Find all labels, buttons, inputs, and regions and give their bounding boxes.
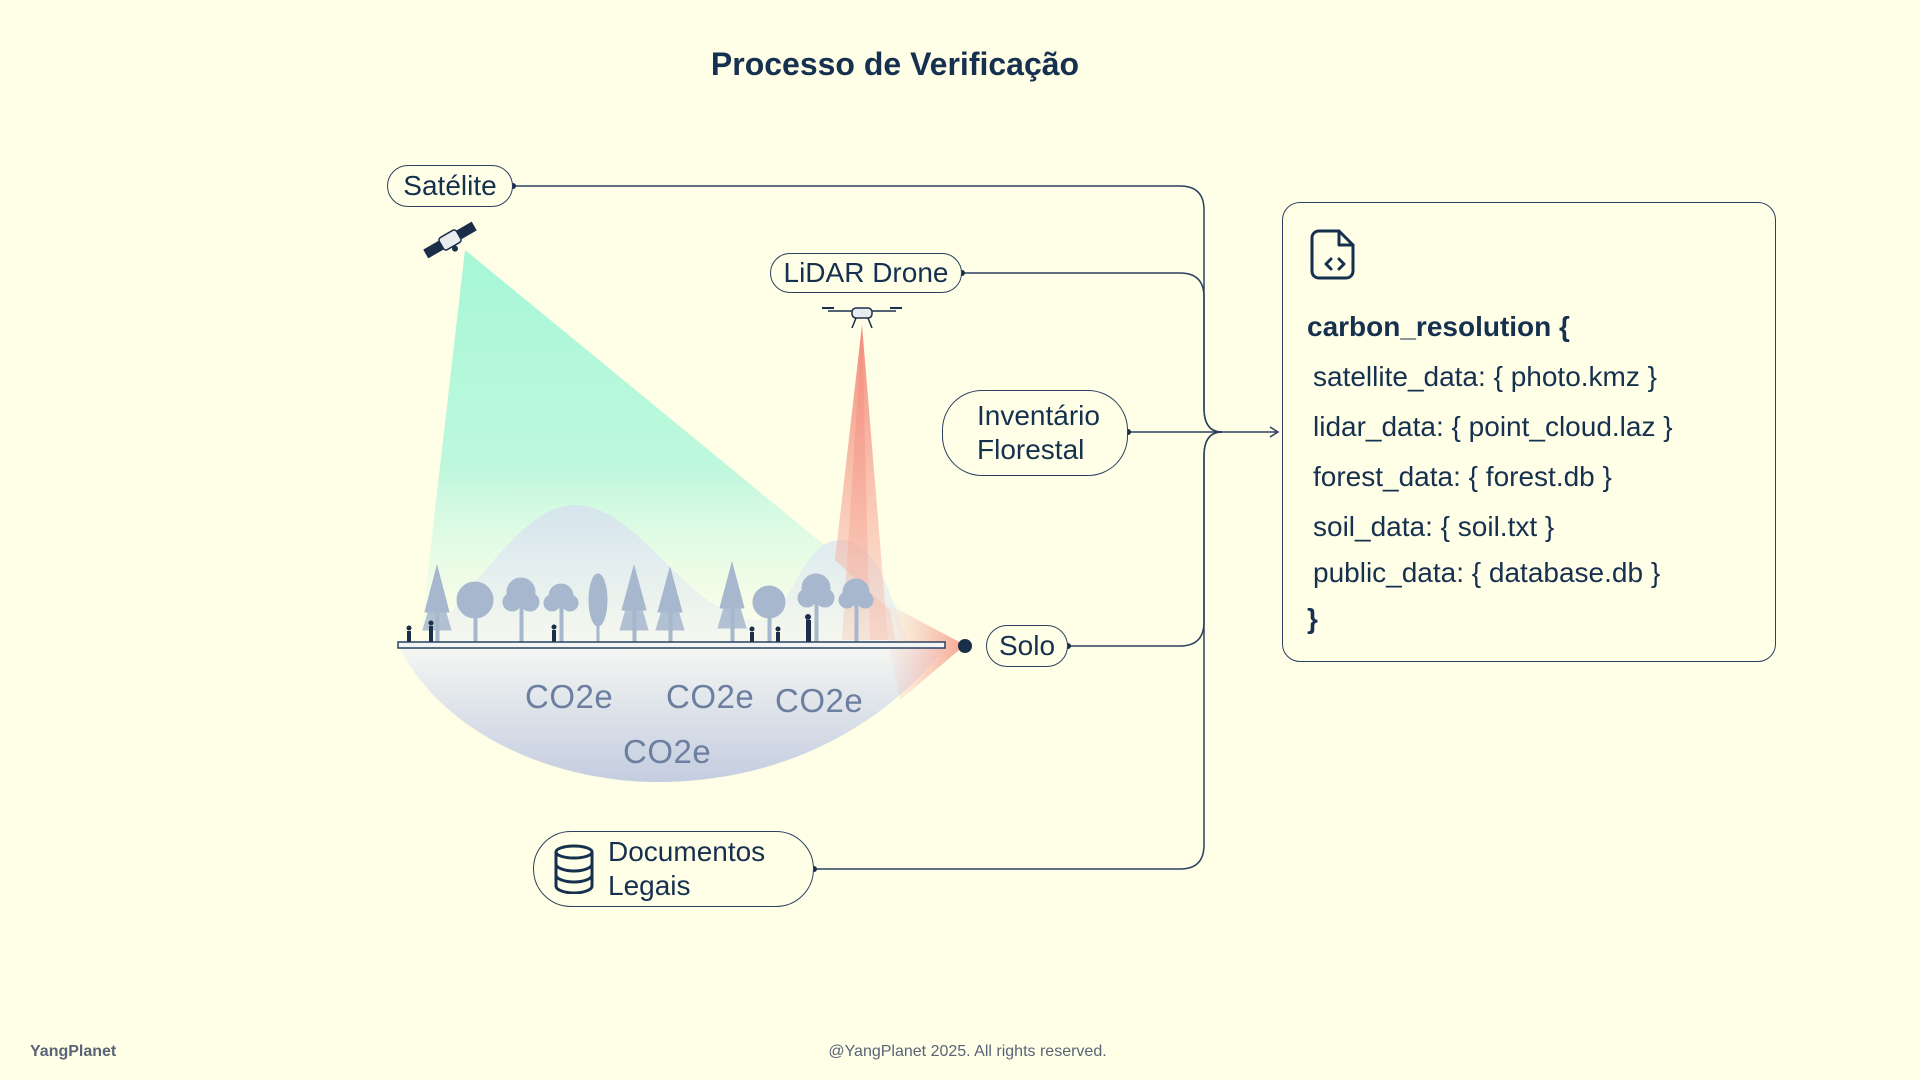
- source-documents-line2: Legais: [608, 870, 691, 901]
- code-line-public: public_data: { database.db }: [1313, 557, 1661, 588]
- code-line-satellite: satellite_data: { photo.kmz }: [1313, 361, 1657, 392]
- connector-lidar: [962, 272, 1223, 433]
- connectors: [513, 185, 1280, 870]
- person: [805, 614, 811, 642]
- co2-label: CO2e: [623, 733, 712, 770]
- tree-conifer: [717, 561, 747, 643]
- co2-label: CO2e: [775, 682, 864, 719]
- carbon-resolution-card: carbon_resolution { satellite_data: { ph…: [1282, 202, 1776, 662]
- soil-bowl: [400, 648, 945, 783]
- footer-brand: YangPlanet: [30, 1043, 117, 1060]
- tree-twisted: [838, 578, 874, 643]
- tree-round: [752, 585, 786, 643]
- code-line-lidar: lidar_data: { point_cloud.laz }: [1313, 411, 1673, 442]
- database-icon: [554, 844, 594, 894]
- code-line-forest: forest_data: { forest.db }: [1313, 461, 1612, 492]
- source-inventory-pill: Inventário Florestal: [942, 390, 1128, 476]
- source-inventory-line2: Florestal: [977, 434, 1085, 465]
- hill-left: [420, 505, 910, 646]
- drone-icon: [822, 307, 902, 329]
- page-title: Processo de Verificação: [710, 46, 1080, 82]
- lidar-beam-core: [842, 325, 888, 640]
- source-soil-label: Solo: [998, 630, 1056, 661]
- person: [749, 626, 755, 642]
- tree-slim: [588, 573, 608, 643]
- code-closing: }: [1307, 603, 1318, 634]
- people: [406, 614, 811, 642]
- code-header: carbon_resolution {: [1307, 311, 1570, 342]
- source-soil-pill: Solo: [986, 625, 1068, 667]
- source-inventory-line1: Inventário: [977, 400, 1100, 431]
- person: [406, 625, 412, 642]
- source-documents-line1: Documentos: [608, 836, 766, 867]
- footer-copyright: @YangPlanet 2025. All rights reserved.: [828, 1043, 1107, 1060]
- source-satellite-pill: Satélite: [387, 165, 513, 207]
- co2-label: CO2e: [525, 678, 614, 715]
- source-satellite-label: Satélite: [403, 170, 497, 201]
- arrow-head: [1269, 426, 1280, 438]
- connector-documents: [814, 431, 1223, 870]
- soil-anchor-dot: [958, 639, 972, 653]
- person: [775, 626, 781, 642]
- co2-label: CO2e: [666, 678, 755, 715]
- forest: [422, 561, 874, 643]
- source-lidar-label: LiDAR Drone: [783, 257, 949, 288]
- tree-twisted: [502, 577, 540, 643]
- source-documents-pill: Documentos Legais: [533, 831, 814, 907]
- person: [428, 620, 434, 642]
- tree-conifer: [422, 564, 452, 643]
- source-lidar-pill: LiDAR Drone: [770, 253, 962, 293]
- ground-line: [397, 641, 946, 649]
- source-documents-text: Documentos Legais: [608, 835, 765, 903]
- person: [551, 624, 557, 642]
- file-code-icon: [1310, 229, 1355, 280]
- tree-twisted: [797, 573, 835, 643]
- satellite-icon: [423, 221, 477, 259]
- code-line-soil: soil_data: { soil.txt }: [1313, 511, 1555, 542]
- tree-round: [456, 581, 494, 643]
- soil-edge-glow: [880, 600, 965, 700]
- tree-twisted: [543, 583, 579, 643]
